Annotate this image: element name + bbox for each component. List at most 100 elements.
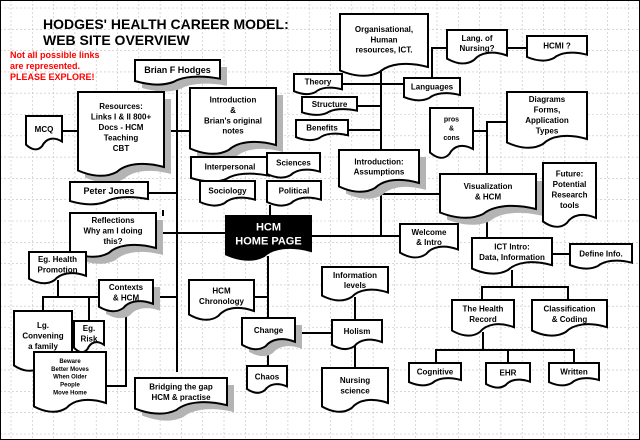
node-risk[interactable]: Eg.Risk: [73, 320, 105, 354]
node-shape: [134, 59, 221, 86]
node-label: ICT Intro:: [494, 243, 530, 252]
node-chaos[interactable]: Chaos: [246, 365, 288, 394]
node-shape: [77, 91, 165, 177]
node-political[interactable]: Political: [266, 180, 322, 207]
node-theory[interactable]: Theory: [293, 73, 343, 96]
node-shape: [33, 351, 107, 413]
node-chronology[interactable]: HCM Chronology: [188, 279, 255, 321]
node-shape: [446, 29, 508, 65]
node-label: Peter Jones: [83, 186, 134, 196]
node-label: Application: [525, 116, 569, 125]
node-structure[interactable]: Structure: [301, 96, 358, 116]
node-define[interactable]: Define Info.: [569, 243, 633, 270]
node-label: Lg.: [37, 321, 49, 330]
node-label: Reflections: [91, 216, 135, 225]
node-shape: [542, 162, 597, 228]
node-nursing-science[interactable]: Nursing science: [321, 367, 389, 413]
node-label: HCM & practise: [151, 393, 211, 402]
node-shape: [241, 317, 296, 351]
node-benefits[interactable]: Benefits: [295, 119, 349, 142]
note-line-2: are represented.: [10, 61, 80, 71]
node-written[interactable]: Written: [548, 362, 600, 387]
node-hcmi[interactable]: HCMI ?: [526, 35, 588, 62]
node-shape: [408, 362, 462, 387]
node-languages[interactable]: Languages: [403, 77, 461, 102]
node-shape: [225, 215, 312, 261]
node-shape: [190, 156, 270, 183]
node-label: EHR: [500, 368, 517, 377]
node-shape: [506, 91, 588, 149]
node-label: HCMI ?: [543, 41, 571, 50]
node-cognitive[interactable]: Cognitive: [408, 362, 462, 387]
node-contexts[interactable]: Contexts& HCM: [98, 279, 160, 319]
node-label: Sociology: [208, 186, 247, 195]
node-change[interactable]: Change: [241, 317, 302, 357]
node-shape: [338, 149, 420, 193]
note-line-1: Not all possible links: [10, 50, 100, 60]
node-label: & HCM: [113, 293, 140, 302]
node-assumptions[interactable]: Introduction:Assumptions: [338, 149, 426, 199]
title-line-2: WEB SITE OVERVIEW: [43, 32, 191, 48]
node-label: Types: [536, 126, 559, 135]
node-label: &: [449, 126, 454, 133]
node-sciences[interactable]: Sciences: [266, 152, 321, 179]
node-label: Potential: [553, 180, 587, 189]
node-label: Chronology: [199, 297, 244, 306]
node-shape: [331, 319, 383, 350]
node-label: Diagrams: [529, 95, 566, 104]
node-visualization[interactable]: Visualization& HCM: [439, 173, 543, 225]
node-sociology[interactable]: Sociology: [199, 180, 256, 207]
node-label: HCM: [212, 286, 231, 295]
node-brian[interactable]: Brian F Hodges: [134, 59, 227, 92]
node-label: Human: [370, 35, 397, 44]
node-label: this?: [103, 237, 122, 246]
node-ict[interactable]: ICT Intro:Data, Information: [471, 237, 553, 275]
node-label: & HCM: [475, 193, 502, 202]
node-label: Risk: [81, 334, 98, 343]
node-label: Benefits: [306, 124, 338, 133]
node-label: Political: [279, 186, 310, 195]
node-label: Resources:: [99, 102, 143, 111]
node-label: Better Moves: [51, 367, 89, 373]
node-mcq[interactable]: MCQ: [25, 115, 63, 151]
node-label: People: [60, 383, 80, 389]
node-label: Forms,: [534, 105, 561, 114]
node-resources[interactable]: Resources:Links I & II 800+Docs - HCMTea…: [77, 91, 171, 183]
node-label: science: [340, 387, 370, 396]
node-pros[interactable]: pros&cons: [429, 107, 474, 159]
node-label: Record: [469, 315, 497, 324]
node-label: Beware: [59, 359, 81, 365]
node-label: Holism: [344, 327, 371, 336]
node-shape: [321, 266, 389, 302]
node-peter[interactable]: Peter Jones: [69, 181, 149, 206]
title-line-1: HODGES' HEALTH CAREER MODEL:: [43, 16, 289, 32]
node-interpersonal[interactable]: Interpersonal: [190, 156, 270, 183]
node-label: Theory: [305, 78, 332, 87]
node-ehr[interactable]: EHR: [485, 362, 531, 389]
node-shape: [134, 377, 228, 415]
node-label: Nursing: [340, 376, 370, 385]
node-label: resources, ICT.: [356, 46, 413, 55]
node-shape: [429, 107, 474, 159]
node-holism[interactable]: Holism: [331, 319, 383, 350]
node-classification[interactable]: Classification& Coding: [531, 299, 608, 337]
node-welcome[interactable]: Welcome& Intro: [399, 223, 459, 259]
node-label: Classification: [543, 305, 595, 314]
node-shape: [266, 152, 321, 179]
node-shape: [28, 251, 87, 285]
node-label: levels: [344, 281, 367, 290]
node-shape: [189, 87, 277, 155]
